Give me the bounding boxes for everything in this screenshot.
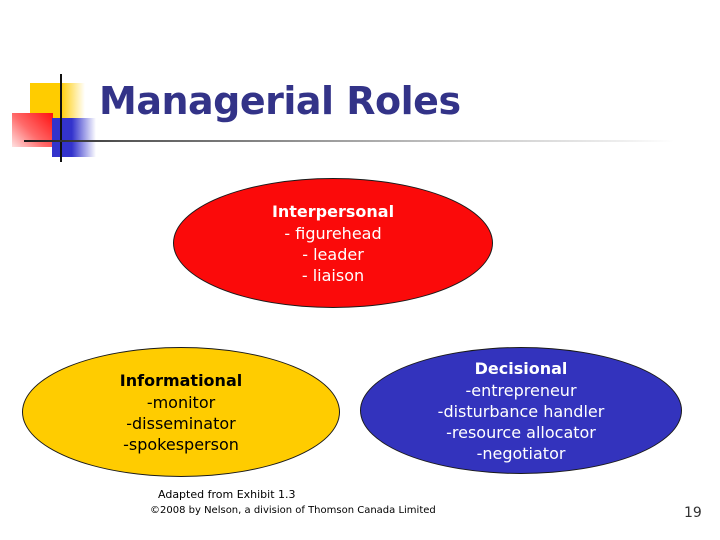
copyright-note: ©2008 by Nelson, a division of Thomson C… xyxy=(150,505,436,516)
page-number: 19 xyxy=(684,505,702,521)
informational-item: -spokesperson xyxy=(123,434,239,454)
logo-blue-square-icon xyxy=(52,118,96,157)
informational-item: -monitor xyxy=(146,392,216,412)
decisional-ellipse: Decisional -entrepreneur -disturbance ha… xyxy=(360,347,682,474)
logo-vertical-line xyxy=(60,74,62,162)
interpersonal-item: - figurehead xyxy=(284,223,382,243)
decisional-item: -resource allocator xyxy=(446,422,596,442)
informational-ellipse: Informational -monitor -disseminator -sp… xyxy=(22,347,340,477)
decisional-heading: Decisional xyxy=(474,358,568,378)
interpersonal-ellipse: Interpersonal - figurehead - leader - li… xyxy=(173,178,493,308)
decisional-item: -negotiator xyxy=(476,443,566,463)
interpersonal-heading: Interpersonal xyxy=(271,201,395,221)
interpersonal-item: - leader xyxy=(302,244,364,264)
logo-yellow-square-icon xyxy=(30,83,85,118)
title-underline-rule xyxy=(24,140,674,142)
informational-heading: Informational xyxy=(119,370,243,390)
source-note: Adapted from Exhibit 1.3 xyxy=(158,488,296,501)
decisional-item: -entrepreneur xyxy=(465,380,577,400)
slide-title: Managerial Roles xyxy=(99,79,461,123)
informational-item: -disseminator xyxy=(126,413,236,433)
interpersonal-item: - liaison xyxy=(301,265,365,285)
decisional-item: -disturbance handler xyxy=(437,401,605,421)
